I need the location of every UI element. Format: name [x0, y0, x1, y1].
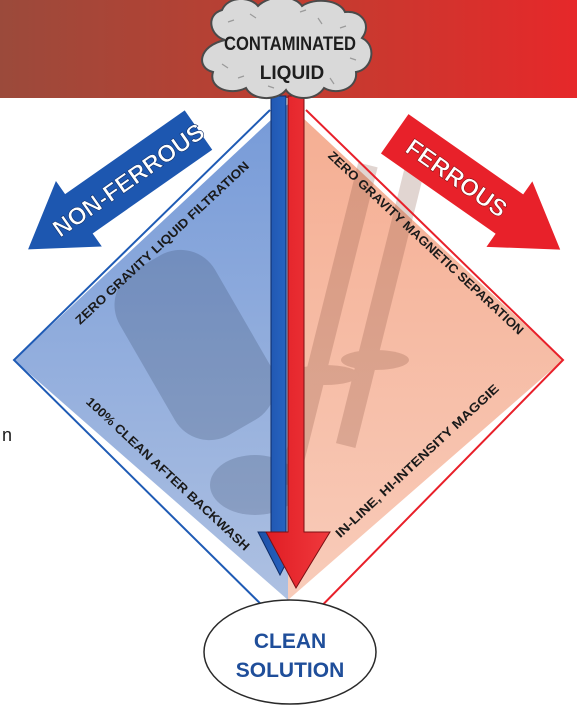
- diamond-outline-left: [12, 109, 286, 629]
- central-red-arrow: [265, 95, 331, 590]
- contaminated-label-line2: LIQUID: [260, 63, 324, 84]
- clean-label-line1: CLEAN: [254, 630, 326, 653]
- non-ferrous-panel: [14, 104, 288, 600]
- diamond-outline-right: [299, 109, 565, 629]
- ferrous-panel: [288, 104, 563, 600]
- stray-edge-mark: n: [2, 425, 12, 445]
- clean-solution-ellipse: [203, 599, 377, 705]
- clean-label-line2: SOLUTION: [236, 659, 345, 682]
- contaminated-label-line1: CONTAMINATED: [224, 34, 356, 55]
- contaminated-cloud: [201, 0, 373, 99]
